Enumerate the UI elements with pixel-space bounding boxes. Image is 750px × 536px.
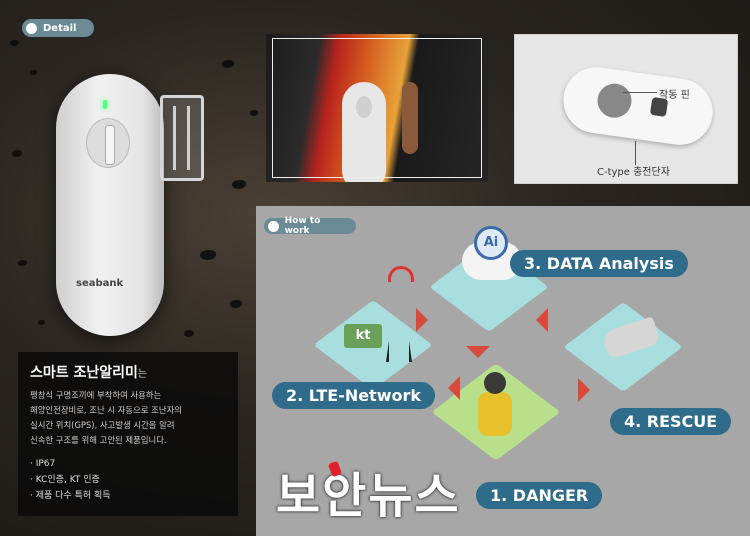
dial-knob [86, 118, 130, 168]
product-description: 팽창식 구명조끼에 부착하여 사용하는 해양인전장비로, 조난 시 자동으로 조… [30, 390, 182, 445]
water-drop [184, 330, 194, 337]
arrow-left-icon [524, 308, 548, 332]
arrow-right-icon [578, 378, 602, 402]
circle-icon [268, 220, 279, 232]
feature-list: · IP67 · KC인증, KT 인증 · 제품 다수 특허 획득 [30, 456, 226, 504]
device-back-photo: 작동 핀 C-type 충전단자 [514, 34, 738, 184]
device-clip [160, 95, 204, 181]
water-drop [10, 40, 19, 46]
list-item: · 제품 다수 특허 획득 [30, 491, 111, 501]
ai-icon: Ai [474, 226, 508, 260]
signal-icon [388, 266, 414, 282]
vest-tube [402, 82, 418, 154]
water-drop [250, 110, 258, 116]
water-drop [200, 250, 216, 260]
watermark-text: 보안뉴스 [276, 468, 461, 524]
callout-line [623, 92, 657, 93]
kt-router-icon: kt [344, 324, 382, 348]
arrow-down-icon [466, 346, 490, 370]
person-head-icon [484, 372, 506, 394]
how-to-work-section: How to work Ai kt 3. DATA Analysis 2. LT… [256, 206, 750, 536]
led-indicator [103, 100, 107, 109]
step-danger-label: 1. DANGER [476, 482, 603, 509]
step-lte-network-label: 2. LTE-Network [272, 382, 436, 409]
lifejacket-photo [266, 34, 488, 182]
water-drop [230, 300, 242, 308]
water-drop [38, 320, 45, 325]
arrow-left-icon [436, 376, 460, 400]
callout-line [635, 141, 636, 165]
circle-icon [26, 22, 37, 34]
how-to-work-label: How to work [284, 216, 321, 236]
product-title: 스마트 조난알리미는 [30, 365, 148, 381]
device-on-vest [342, 82, 386, 182]
water-drop [30, 70, 37, 75]
detail-label: Detail [43, 22, 77, 34]
port-caption: C-type 충전단자 [597, 167, 670, 178]
water-drop [222, 60, 234, 68]
water-drop [12, 150, 22, 157]
step-data-analysis-label: 3. DATA Analysis [510, 250, 688, 277]
pin-caption: 작동 핀 [659, 90, 690, 101]
how-to-work-badge: How to work [264, 216, 356, 236]
water-drop [232, 180, 246, 189]
description-panel: 스마트 조난알리미는 팽창식 구명조끼에 부착하여 사용하는 해양인전장비로, … [18, 352, 238, 516]
list-item: · KC인증, KT 인증 [30, 475, 100, 485]
arrow-right-icon [416, 308, 440, 332]
device-image: seabank [56, 74, 164, 336]
person-lifejacket-icon [478, 392, 512, 436]
device-logo: seabank [76, 278, 124, 289]
step-rescue-label: 4. RESCUE [610, 408, 732, 435]
photo-frame [272, 38, 482, 178]
list-item: · IP67 [30, 459, 56, 469]
device-back [559, 62, 717, 150]
detail-badge: Detail [22, 19, 94, 37]
water-drop [18, 260, 27, 266]
